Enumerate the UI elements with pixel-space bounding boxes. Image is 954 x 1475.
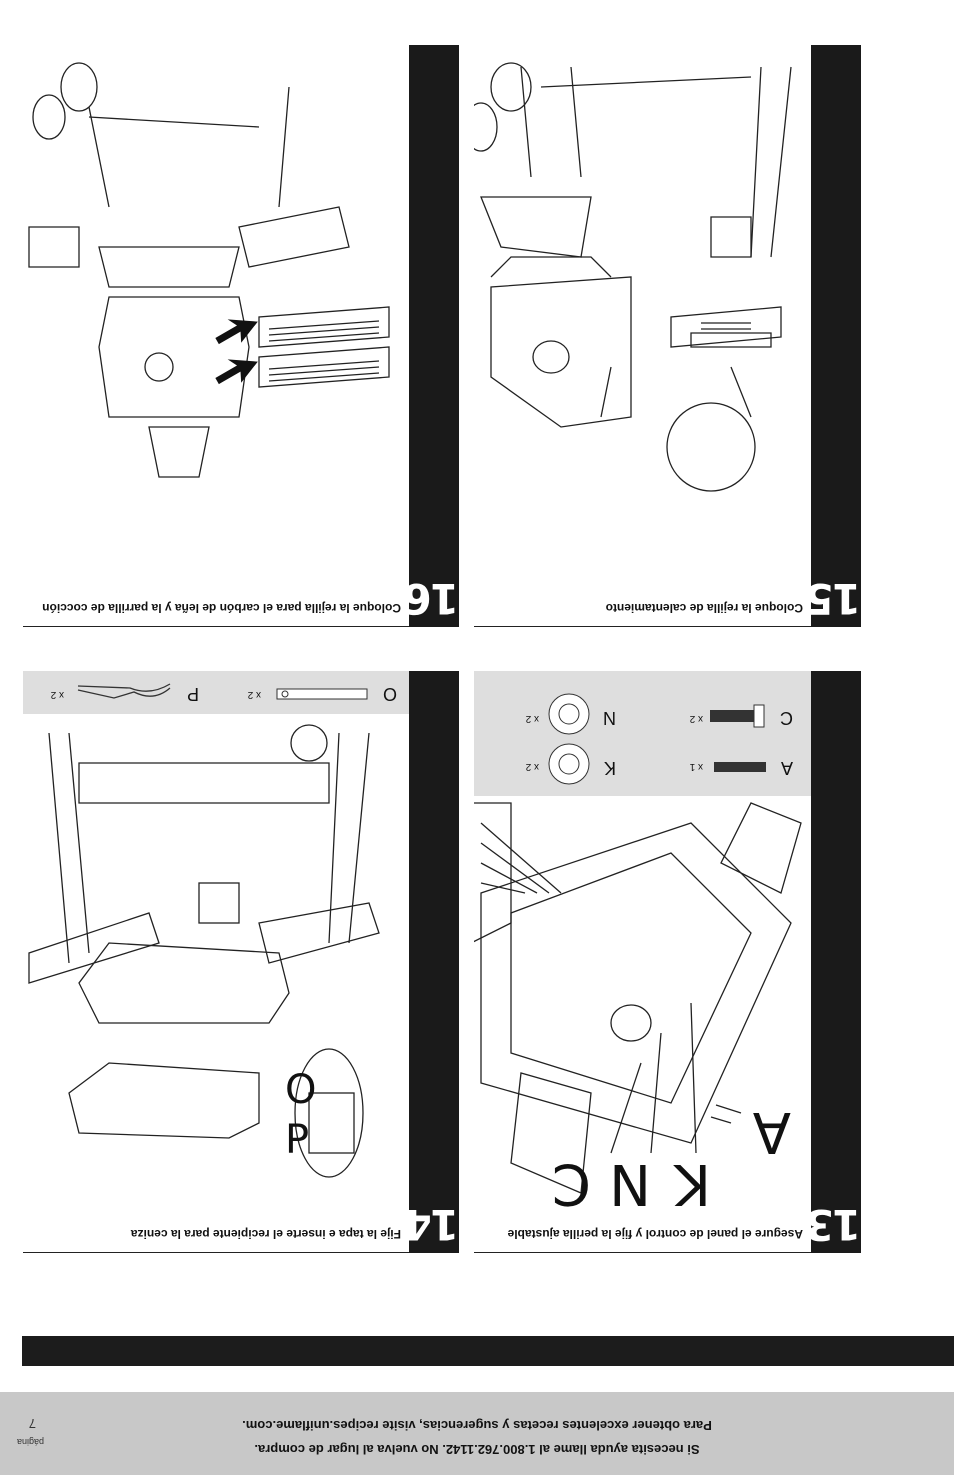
callout-a: A <box>753 1099 791 1164</box>
part-a-label: A <box>780 758 793 778</box>
bolt-c-icon <box>710 704 765 728</box>
part-p-label: P <box>186 684 199 704</box>
recipes-text: Para obtener excelentes recetas y sugere… <box>242 1418 712 1433</box>
part-p-qty: x 2 <box>50 689 64 700</box>
step-16-illustration <box>28 62 390 478</box>
step-13-number: 13 <box>806 1200 861 1249</box>
part-n-label: N <box>603 708 616 728</box>
part-k-qty: x 2 <box>525 761 539 772</box>
part-o-qty: x 2 <box>247 689 261 700</box>
step-15-panel: 15 Coloque la rejilla de calentamiento <box>474 45 861 627</box>
step-15-illustration <box>474 62 792 492</box>
step-14-illustration: P O <box>28 724 380 1178</box>
pin-o-icon <box>276 688 368 700</box>
part-k-label: K <box>603 758 616 778</box>
callout-k: K <box>673 1151 711 1216</box>
washer-n-icon <box>548 693 590 735</box>
washer-k-icon <box>548 743 590 785</box>
step-14-caption: Fije la tapa e inserte el recipiente par… <box>130 1227 401 1241</box>
callout-n: N <box>609 1151 651 1216</box>
page-number: 7 <box>28 1416 36 1431</box>
footer: Si necesita ayuda llame al 1.800.762.114… <box>0 1392 954 1475</box>
step-14-panel: 14 Fije la tapa e inserte el recipiente … <box>23 671 459 1253</box>
part-o-label: O <box>382 684 397 704</box>
clip-p-icon <box>77 683 171 699</box>
part-c-label: C <box>780 708 793 728</box>
step-15-number: 15 <box>806 574 861 623</box>
help-phone-text: Si necesita ayuda llame al 1.800.762.114… <box>254 1442 700 1457</box>
step-16-number: 16 <box>404 574 459 623</box>
part-n-qty: x 2 <box>525 713 539 724</box>
part-a-qty: x 1 <box>689 761 703 772</box>
part-c-qty: x 2 <box>689 713 703 724</box>
page-label: página <box>16 1437 44 1447</box>
callout-c: C <box>552 1151 591 1216</box>
step-15-caption: Coloque la rejilla de calentamiento <box>605 601 803 615</box>
step-13-panel: 13 Asegure el panel de control y fije la… <box>474 671 861 1253</box>
step-14-parts: O x 2 P x 2 <box>23 671 409 714</box>
step-13-caption: Asegure el panel de control y fije la pe… <box>507 1227 803 1241</box>
callout-p: P <box>285 1117 309 1163</box>
divider-bar <box>22 1336 954 1366</box>
step-14-number: 14 <box>404 1200 459 1249</box>
step-13-parts: A x 1 C x 2 K x 2 N x 2 <box>474 671 811 796</box>
step-16-caption: Coloque la rejilla para el carbón de leñ… <box>42 601 401 615</box>
step-16-panel: 16 Coloque la rejilla para el carbón de … <box>23 45 459 627</box>
bolt-a-icon <box>714 762 766 772</box>
step-13-illustration: A K N C <box>474 802 802 1216</box>
callout-o: O <box>285 1067 316 1113</box>
